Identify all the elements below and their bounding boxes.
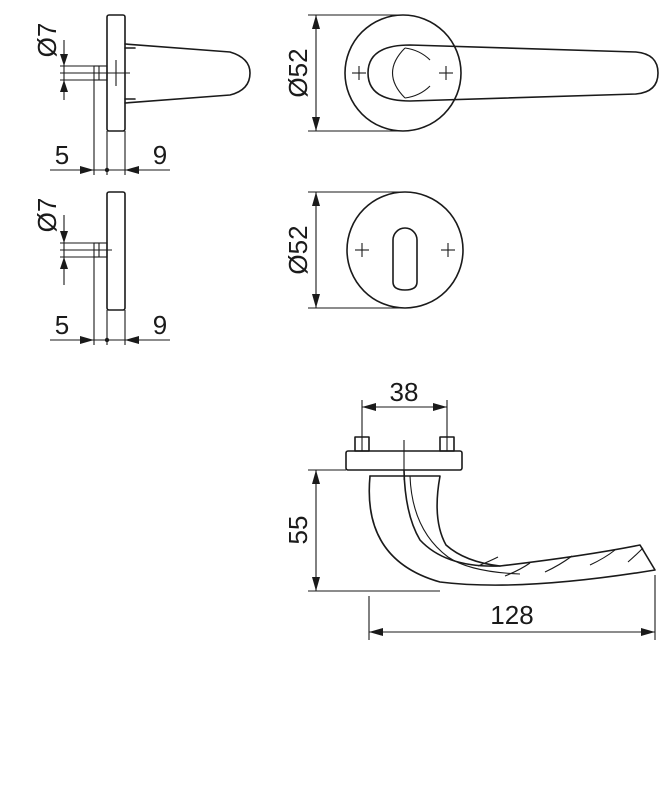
side-escutcheon-right-label: 9 <box>153 310 167 340</box>
fixing-spacing-label: 38 <box>390 377 419 407</box>
lever-front-view: Ø52 <box>283 14 659 132</box>
escutcheon-side-view: Ø7 5 9 <box>32 191 170 345</box>
side-lever-left-label: 5 <box>55 140 69 170</box>
escutcheon-front-view: Ø52 <box>283 191 464 309</box>
side-escutcheon-left-label: 5 <box>55 310 69 340</box>
side-lever-right-label: 9 <box>153 140 167 170</box>
lever-length-label: 128 <box>490 600 533 630</box>
lever-top-view: 38 55 128 <box>283 377 656 640</box>
escutcheon-rose-dia-label: Ø52 <box>283 225 313 274</box>
lever-height-label: 55 <box>283 516 313 545</box>
side-escutcheon-pin-dia-label: Ø7 <box>32 198 62 233</box>
lever-rose-dia-label: Ø52 <box>283 48 313 97</box>
side-lever-pin-dia-label: Ø7 <box>32 23 62 58</box>
lever-side-view: Ø7 5 9 <box>32 14 251 175</box>
